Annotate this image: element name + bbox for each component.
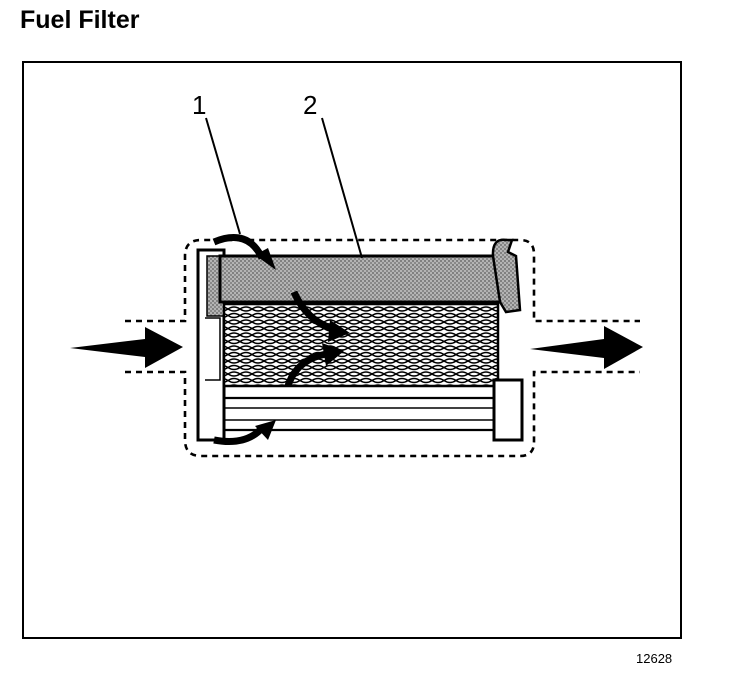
figure-frame xyxy=(22,61,682,639)
callout-1-leader xyxy=(205,117,241,235)
inlet-arrow xyxy=(70,327,183,368)
flow-arrow-bottom-in xyxy=(213,425,265,445)
figure-number: 12628 xyxy=(636,651,673,666)
callout-2-label: 2 xyxy=(303,90,317,120)
right-end-cap xyxy=(492,378,524,442)
filter-media-top-layer xyxy=(218,254,509,304)
callout-2-leader xyxy=(321,117,363,259)
flow-boundary-dashed-outline xyxy=(125,238,640,458)
flow-arrow-through-bottom xyxy=(284,350,327,388)
callout-1-label: 1 xyxy=(192,90,206,120)
outlet-arrow xyxy=(530,326,643,369)
right-seal-lip xyxy=(491,238,522,314)
pleated-filter-media xyxy=(222,302,500,388)
page-title: Fuel Filter xyxy=(20,6,140,34)
